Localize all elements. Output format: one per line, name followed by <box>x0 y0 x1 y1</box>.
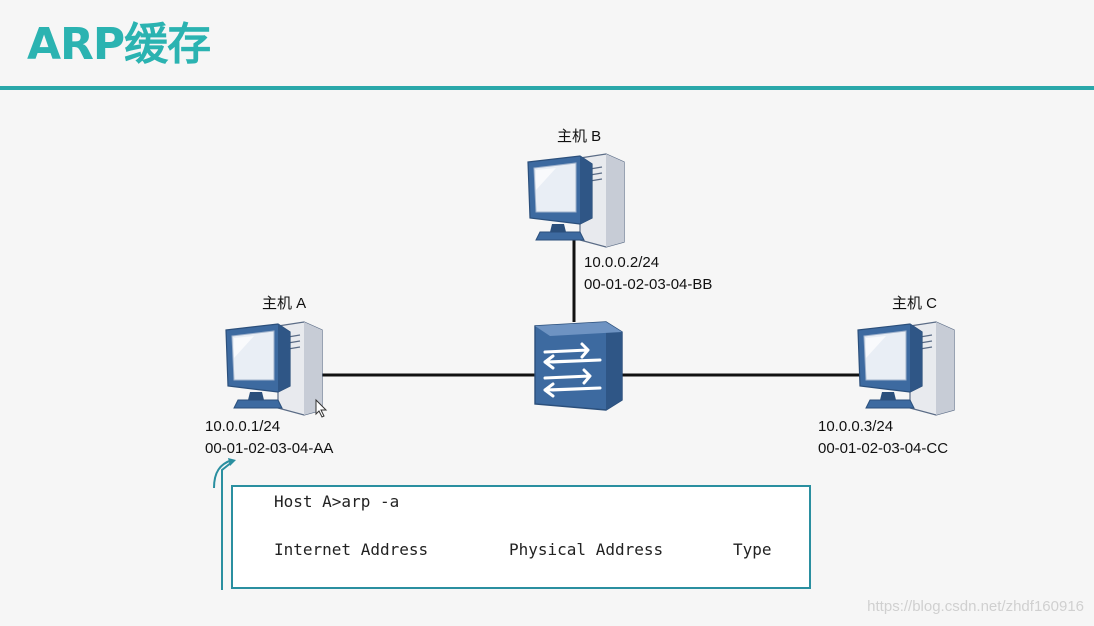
host-a-addresses: 10.0.0.1/24 00-01-02-03-04-AA <box>205 416 333 460</box>
host-c-computer-icon <box>857 321 955 416</box>
host-b-ip: 10.0.0.2/24 <box>584 254 660 271</box>
title-underline <box>0 86 1094 90</box>
watermark: https://blog.csdn.net/zhdf160916 <box>867 598 1084 615</box>
host-c-ip: 10.0.0.3/24 <box>818 418 894 435</box>
host-a-ip: 10.0.0.1/24 <box>205 418 281 435</box>
column-internet-address: Internet Address <box>274 540 429 559</box>
switch-icon <box>534 321 623 411</box>
mouse-cursor-icon <box>315 398 328 418</box>
host-a-computer-icon <box>225 321 323 416</box>
host-b-computer-icon <box>527 153 625 248</box>
arp-table-terminal: Host A>arp -a Internet Address Physical … <box>231 485 811 589</box>
column-type: Type <box>733 540 772 559</box>
host-a-mac: 00-01-02-03-04-AA <box>205 440 334 457</box>
host-c-mac: 00-01-02-03-04-CC <box>818 440 949 457</box>
host-b-addresses: 10.0.0.2/24 00-01-02-03-04-BB <box>584 252 712 296</box>
callout-connector <box>221 461 233 590</box>
page-title: ARP缓存 <box>27 19 211 70</box>
host-b-name: 主机 B <box>557 128 602 145</box>
host-a-name: 主机 A <box>262 295 307 312</box>
cli-command: Host A>arp -a <box>274 492 400 511</box>
host-c-addresses: 10.0.0.3/24 00-01-02-03-04-CC <box>818 416 948 460</box>
host-b-mac: 00-01-02-03-04-BB <box>584 276 713 293</box>
column-physical-address: Physical Address <box>509 540 664 559</box>
host-c-name: 主机 C <box>892 295 938 312</box>
